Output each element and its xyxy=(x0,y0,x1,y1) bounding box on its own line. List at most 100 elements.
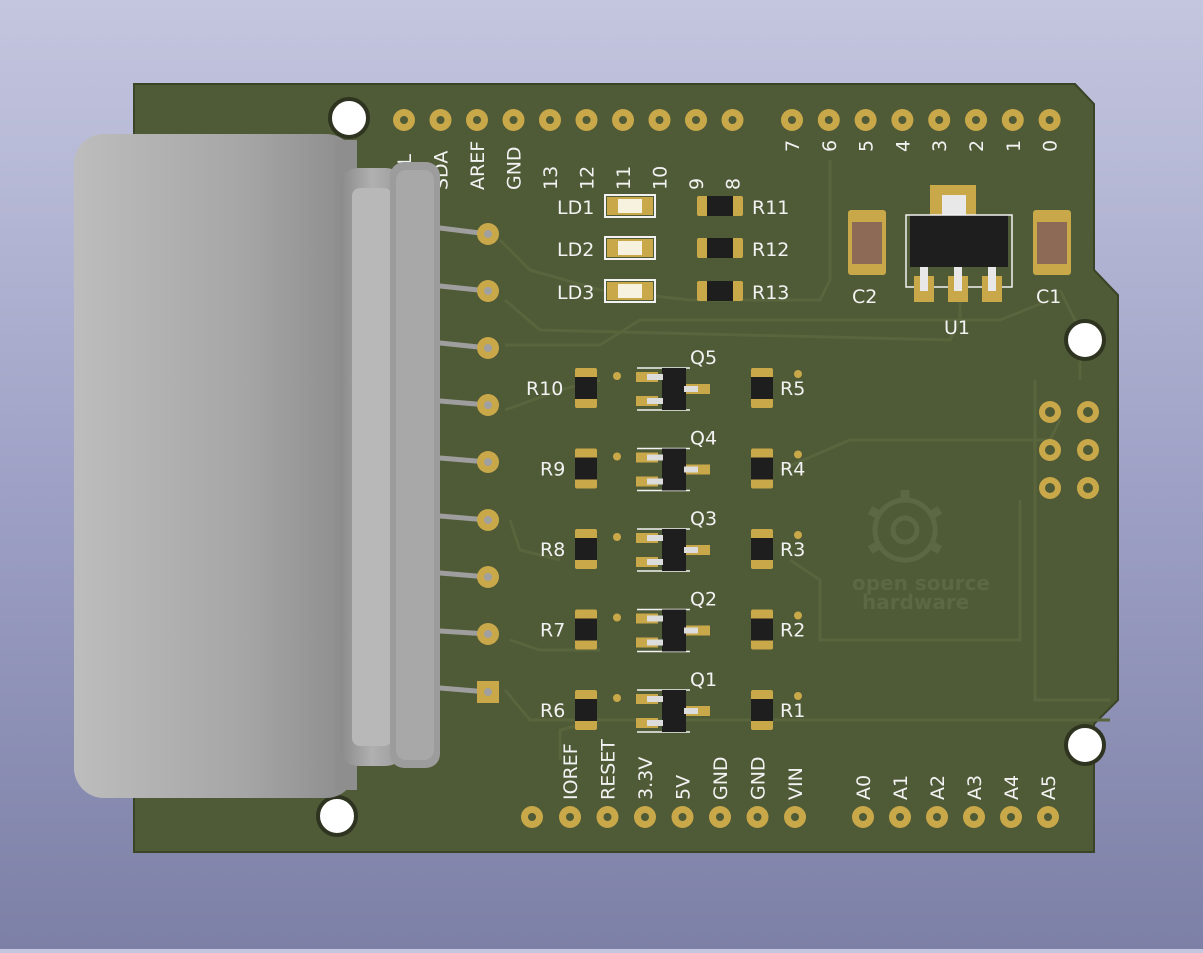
resistor-r11 xyxy=(697,196,743,216)
label-right-resistor: R3 xyxy=(780,539,805,561)
digital-pin-label: 5 xyxy=(856,140,878,152)
digital-pin-label: 0 xyxy=(1040,140,1062,152)
mounting-hole xyxy=(1066,321,1104,359)
resistor-body xyxy=(575,377,597,399)
transistor-body xyxy=(662,610,686,652)
mounting-hole xyxy=(318,797,356,835)
header-pin-hole xyxy=(546,116,554,124)
header-pin-hole xyxy=(935,116,943,124)
header-pin-hole xyxy=(729,116,737,124)
digital-pin-label: GND xyxy=(504,146,526,190)
label-transistor: Q5 xyxy=(690,347,717,369)
transistor-body xyxy=(662,368,686,410)
header-pin-hole xyxy=(473,116,481,124)
resistor-body xyxy=(751,699,773,721)
label-left-resistor: R9 xyxy=(540,459,565,481)
label-ld2: LD2 xyxy=(557,239,594,261)
header-pin-hole xyxy=(791,813,799,821)
power-pin-label: IOREF xyxy=(560,743,582,800)
transistor-body xyxy=(662,690,686,732)
header-pin-hole xyxy=(528,813,536,821)
label-r13: R13 xyxy=(752,282,789,304)
label-u1: U1 xyxy=(944,317,970,339)
power-pin-label: 5V xyxy=(673,775,695,800)
led-ld3 xyxy=(605,280,655,302)
capacitor-c1 xyxy=(1033,210,1071,275)
header-pin-hole xyxy=(1044,813,1052,821)
digital-pin-label: 6 xyxy=(819,140,841,152)
oshw-line2: hardware xyxy=(862,590,969,614)
resistor-body xyxy=(751,377,773,399)
label-right-resistor: R4 xyxy=(780,459,805,481)
power-pin-label: VIN xyxy=(785,767,807,800)
label-transistor: Q2 xyxy=(690,589,717,611)
header-pin-hole xyxy=(825,116,833,124)
digital-pin-label: 7 xyxy=(782,140,804,152)
header-pin-hole xyxy=(641,813,649,821)
label-left-resistor: R10 xyxy=(526,378,563,400)
header-pin-hole xyxy=(656,116,664,124)
label-c1: C1 xyxy=(1036,286,1061,308)
digital-pin-label: 10 xyxy=(650,166,672,190)
resistor-body xyxy=(575,538,597,560)
header-pin-hole xyxy=(583,116,591,124)
power-pin-label: GND xyxy=(748,756,770,800)
regulator-body xyxy=(910,215,1008,267)
label-left-resistor: R8 xyxy=(540,539,565,561)
resistor-body xyxy=(575,699,597,721)
header-pin-hole xyxy=(933,813,941,821)
analog-pin-label: A1 xyxy=(890,775,912,800)
label-r12: R12 xyxy=(752,239,789,261)
resistor-r12 xyxy=(697,238,743,258)
label-left-resistor: R6 xyxy=(540,700,565,722)
digital-pin-label: 11 xyxy=(613,166,635,190)
header-pin-hole xyxy=(716,813,724,821)
resistor-body xyxy=(751,538,773,560)
header-pin-hole xyxy=(437,116,445,124)
power-pin-label: 3.3V xyxy=(635,757,657,800)
header-pin-hole xyxy=(1046,116,1054,124)
digital-pin-label: AREF xyxy=(467,141,489,190)
header-pin-hole xyxy=(604,813,612,821)
label-right-resistor: R5 xyxy=(780,378,805,400)
led-ld2 xyxy=(605,237,655,259)
digital-pin-label: 3 xyxy=(929,140,951,152)
db9-shell xyxy=(74,134,356,798)
header-pin-hole xyxy=(754,813,762,821)
digital-pin-label: 12 xyxy=(577,166,599,190)
label-right-resistor: R1 xyxy=(780,700,805,722)
digital-pin-label: 13 xyxy=(540,166,562,190)
header-pin-hole xyxy=(1007,813,1015,821)
header-pin-hole xyxy=(862,116,870,124)
label-left-resistor: R7 xyxy=(540,620,565,642)
analog-pin-label: A0 xyxy=(853,775,875,800)
digital-pin-label: 9 xyxy=(686,178,708,190)
label-transistor: Q4 xyxy=(690,428,717,450)
header-pin-hole xyxy=(896,813,904,821)
power-pin-label: RESET xyxy=(598,739,620,800)
mounting-hole xyxy=(330,99,368,137)
analog-pin-label: A3 xyxy=(964,775,986,800)
db9-connector xyxy=(74,134,440,798)
analog-pin-label: A4 xyxy=(1001,775,1023,800)
header-pin-hole xyxy=(692,116,700,124)
header-pin-hole xyxy=(566,813,574,821)
header-pin-hole xyxy=(1009,116,1017,124)
header-pin-hole xyxy=(679,813,687,821)
header-pin-hole xyxy=(510,116,518,124)
transistor-body xyxy=(662,449,686,491)
led-ld1 xyxy=(605,195,655,217)
transistor-body xyxy=(662,529,686,571)
header-pin-hole xyxy=(859,813,867,821)
label-c2: C2 xyxy=(852,286,877,308)
digital-pin-label: 8 xyxy=(723,178,745,190)
label-transistor: Q1 xyxy=(690,669,717,691)
header-pin-hole xyxy=(788,116,796,124)
digital-pin-label: 1 xyxy=(1003,140,1025,152)
resistor-body xyxy=(751,619,773,641)
capacitor-c2 xyxy=(848,210,886,275)
header-pin-hole xyxy=(898,116,906,124)
power-analog-header-pins xyxy=(521,806,1059,828)
